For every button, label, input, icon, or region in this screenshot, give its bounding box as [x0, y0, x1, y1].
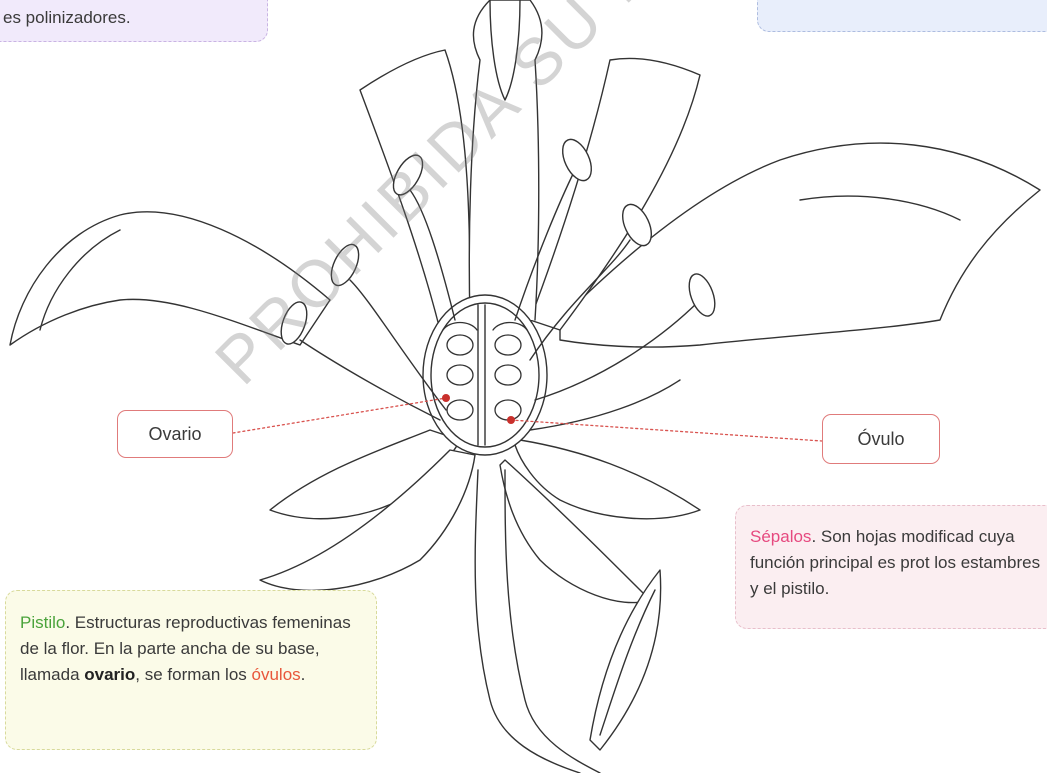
callout-sepals: Sépalos. Son hojas modificad cuya funció…	[735, 505, 1047, 629]
pistil-text-3: .	[301, 665, 306, 684]
ovule-leader-dot	[507, 416, 515, 424]
pistil-highlight-word: óvulos	[252, 665, 301, 684]
ovary-leader-line	[233, 398, 446, 433]
ovule-leader-line	[511, 420, 822, 441]
callout-pollinators: es polinizadores.	[0, 0, 268, 42]
callout-top-right	[757, 0, 1047, 32]
callout-pollinators-text: es polinizadores.	[3, 8, 131, 27]
ovary-leader-dot	[442, 394, 450, 402]
sepals-term: Sépalos	[750, 527, 811, 546]
callout-pistil: Pistilo. Estructuras reproductivas femen…	[5, 590, 377, 750]
ovary-label-text: Ovario	[148, 424, 201, 445]
ovary-label: Ovario	[117, 410, 233, 458]
pistil-bold-word: ovario	[84, 665, 135, 684]
ovule-label-text: Óvulo	[857, 429, 904, 450]
pistil-term: Pistilo	[20, 613, 65, 632]
pistil-text-2: , se forman los	[135, 665, 251, 684]
ovule-label: Óvulo	[822, 414, 940, 464]
